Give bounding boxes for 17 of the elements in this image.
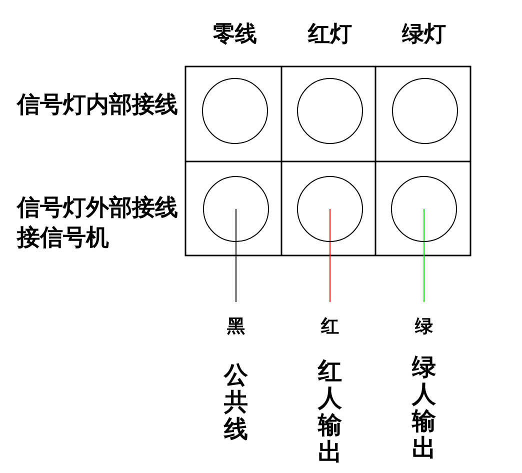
lamp-circle [203,176,269,242]
wire-color-label: 黑 [227,318,245,336]
wire-color-label: 红 [321,318,339,336]
wire-function-label: 公共线 [224,362,248,443]
row-label: 信号灯外部接线接信号机 [17,194,178,253]
lamp-circle [202,78,268,144]
lamp-circle [392,78,458,144]
wire-function-label: 红人输出 [318,358,342,466]
lamp-circle [391,176,457,242]
column-header: 红灯 [308,24,352,46]
wire-function-label: 绿人输出 [412,354,436,462]
column-header: 零线 [213,24,257,46]
column-header: 绿灯 [402,24,446,46]
lamp-circle [297,78,363,144]
row-label: 信号灯内部接线 [17,91,178,120]
lamp-circle [297,176,363,242]
wire-color-label: 绿 [415,318,433,336]
